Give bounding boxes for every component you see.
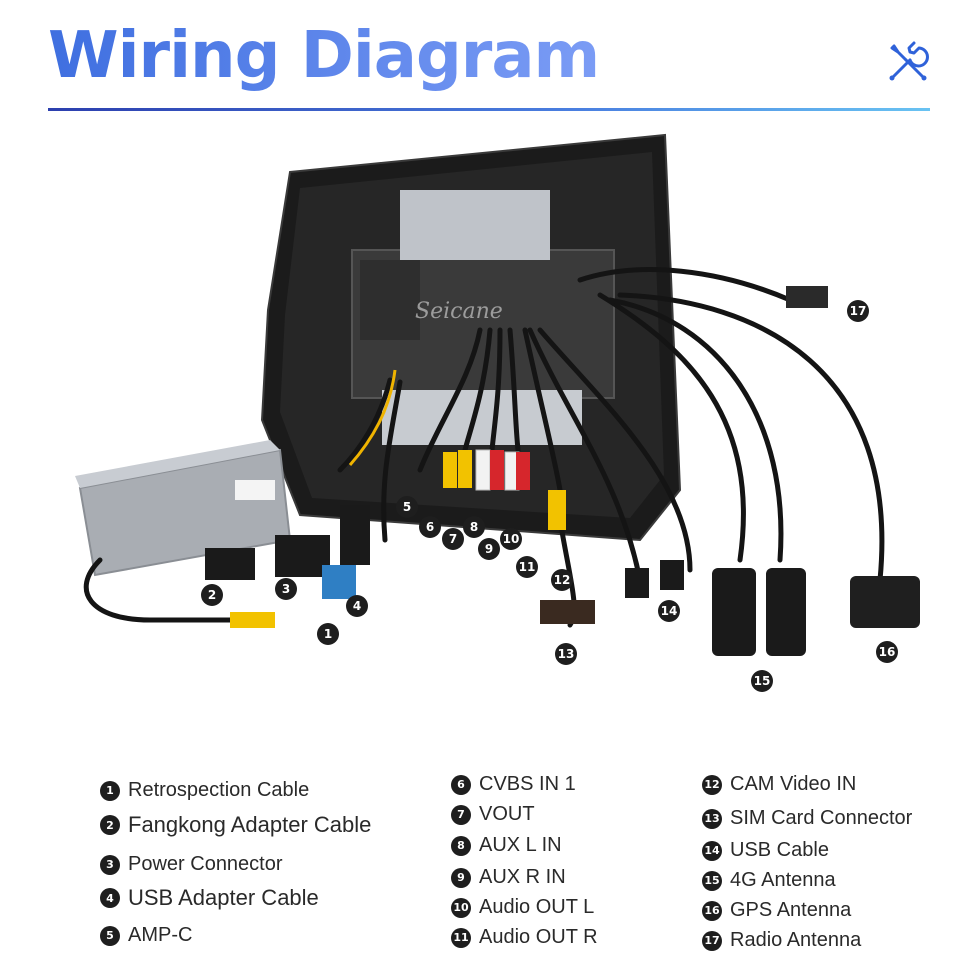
callout-14: 14 — [658, 600, 680, 622]
legend-label: USB Adapter Cable — [128, 885, 319, 910]
legend-label: USB Cable — [730, 839, 829, 861]
legend-number: 10 — [451, 897, 471, 918]
callout-8: 8 — [463, 516, 485, 538]
legend-item-17: 17 Radio Antenna — [702, 929, 861, 952]
legend-label: Fangkong Adapter Cable — [128, 812, 372, 837]
legend-label: SIM Card Connector — [730, 807, 913, 829]
usb-adapter-connector — [322, 565, 356, 599]
callout-3: 3 — [275, 578, 297, 600]
canbus-box — [78, 448, 292, 577]
legend-number: 7 — [451, 804, 471, 825]
legend-item-14: 14 USB Cable — [702, 839, 829, 862]
legend-item-7: 7 VOUT — [451, 803, 535, 826]
callout-12: 12 — [551, 569, 573, 591]
legend-number: 16 — [702, 900, 722, 921]
legend-item-6: 6 CVBS IN 1 — [451, 773, 576, 796]
legend-label: AUX R IN — [479, 866, 566, 888]
power-connector — [275, 535, 330, 577]
sim-connector — [540, 600, 595, 624]
legend-number: 6 — [451, 774, 471, 795]
fangkong-connector — [205, 548, 255, 580]
legend-item-11: 11 Audio OUT R — [451, 926, 598, 949]
legend-number: 15 — [702, 870, 722, 891]
legend-number: 5 — [100, 925, 120, 946]
legend-item-16: 16 GPS Antenna — [702, 899, 851, 922]
legend-label: GPS Antenna — [730, 899, 852, 921]
legend-label: Audio OUT R — [479, 926, 598, 948]
legend-number: 12 — [702, 774, 722, 795]
legend-item-15: 15 4G Antenna — [702, 869, 836, 892]
legend-number: 8 — [451, 835, 471, 856]
legend-number: 3 — [100, 854, 120, 875]
legend-number: 9 — [451, 867, 471, 888]
legend-label: CAM Video IN — [730, 773, 857, 795]
legend-item-12: 12 CAM Video IN — [702, 773, 856, 796]
legend-number: 4 — [100, 888, 120, 908]
legend-number: 17 — [702, 930, 722, 951]
legend-number: 1 — [100, 780, 120, 801]
callout-2: 2 — [201, 584, 223, 606]
callout-7: 7 — [442, 528, 464, 550]
wrench-screwdriver-icon — [889, 41, 929, 81]
callout-6: 6 — [419, 516, 441, 538]
legend-label: CVBS IN 1 — [479, 773, 576, 795]
callout-1: 1 — [317, 623, 339, 645]
callout-16: 16 — [876, 641, 898, 663]
callout-11: 11 — [516, 556, 538, 578]
legend-label: AMP-C — [128, 924, 193, 946]
legend-label: Retrospection Cable — [128, 779, 310, 801]
legend-item-4: 4 USB Adapter Cable — [100, 885, 319, 911]
legend-item-8: 8 AUX L IN — [451, 834, 562, 857]
watermark: Seicane — [415, 299, 503, 324]
legend-item-2: 2 Fangkong Adapter Cable — [100, 812, 371, 838]
legend-number: 11 — [451, 927, 471, 948]
legend-item-5: 5 AMP-C — [100, 924, 192, 947]
legend-label: VOUT — [479, 803, 535, 825]
legend-number: 13 — [702, 808, 722, 829]
callout-4: 4 — [346, 595, 368, 617]
4g-antenna-right — [766, 568, 806, 656]
title-underline — [48, 108, 930, 111]
callout-10: 10 — [500, 528, 522, 550]
callout-17: 17 — [847, 300, 869, 322]
legend-item-13: 13 SIM Card Connector — [702, 807, 912, 830]
legend-item-9: 9 AUX R IN — [451, 866, 566, 889]
legend-number: 14 — [702, 840, 722, 861]
legend-number: 2 — [100, 815, 120, 835]
legend-item-10: 10 Audio OUT L — [451, 896, 594, 919]
callout-9: 9 — [478, 538, 500, 560]
legend-label: AUX L IN — [479, 834, 562, 856]
usb-plug-a — [625, 568, 649, 598]
legend-label: Power Connector — [128, 853, 283, 875]
callout-15: 15 — [751, 670, 773, 692]
usb-plug-b — [660, 560, 684, 590]
legend-label: Audio OUT L — [479, 896, 595, 918]
legend-item-1: 1 Retrospection Cable — [100, 779, 309, 802]
legend-label: 4G Antenna — [730, 869, 836, 891]
legend-item-3: 3 Power Connector — [100, 853, 283, 876]
rca-connectors — [230, 449, 566, 628]
4g-antenna-left — [712, 568, 756, 656]
page-title: Wiring Diagram — [48, 16, 600, 96]
gps-antenna — [850, 576, 920, 628]
callout-5: 5 — [396, 496, 418, 518]
radio-antenna-plug — [786, 286, 828, 308]
legend-label: Radio Antenna — [730, 929, 862, 951]
wiring-illustration: Seicane — [75, 133, 920, 656]
callout-13: 13 — [555, 643, 577, 665]
